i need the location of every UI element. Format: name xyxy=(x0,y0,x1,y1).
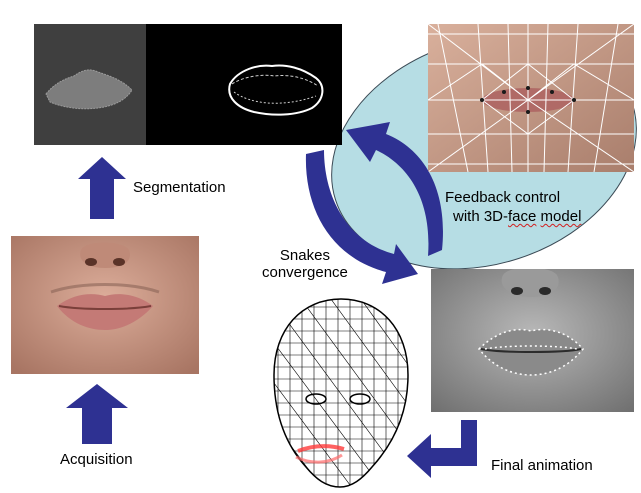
arrow-up-acquisition-icon xyxy=(66,384,128,444)
snakes-label-line1: Snakes xyxy=(262,247,348,264)
arrow-final-animation-icon xyxy=(407,420,477,478)
feedback-label-prefix: with 3D- xyxy=(453,208,508,225)
wireframe-head-model xyxy=(268,295,414,493)
segmentation-image xyxy=(34,24,342,145)
acquisition-image xyxy=(11,236,199,374)
final-animation-image xyxy=(431,269,634,412)
feedback-label-model: model xyxy=(541,208,582,225)
feedback-label-line2: with 3D-face model xyxy=(445,207,581,226)
final-animation-label: Final animation xyxy=(491,458,593,474)
segmentation-label: Segmentation xyxy=(133,180,226,196)
acquisition-label: Acquisition xyxy=(60,452,133,468)
feedback-model-image xyxy=(428,24,634,172)
feedback-control-label: Feedback control with 3D-face model xyxy=(445,188,581,226)
snakes-label-line2: convergence xyxy=(262,264,348,281)
feedback-label-line1: Feedback control xyxy=(445,188,581,207)
feedback-label-face: face xyxy=(508,208,536,225)
arrow-feedback-icon xyxy=(340,110,450,260)
snakes-convergence-label: Snakes convergence xyxy=(262,247,348,281)
arrow-up-segmentation-icon xyxy=(78,157,126,219)
